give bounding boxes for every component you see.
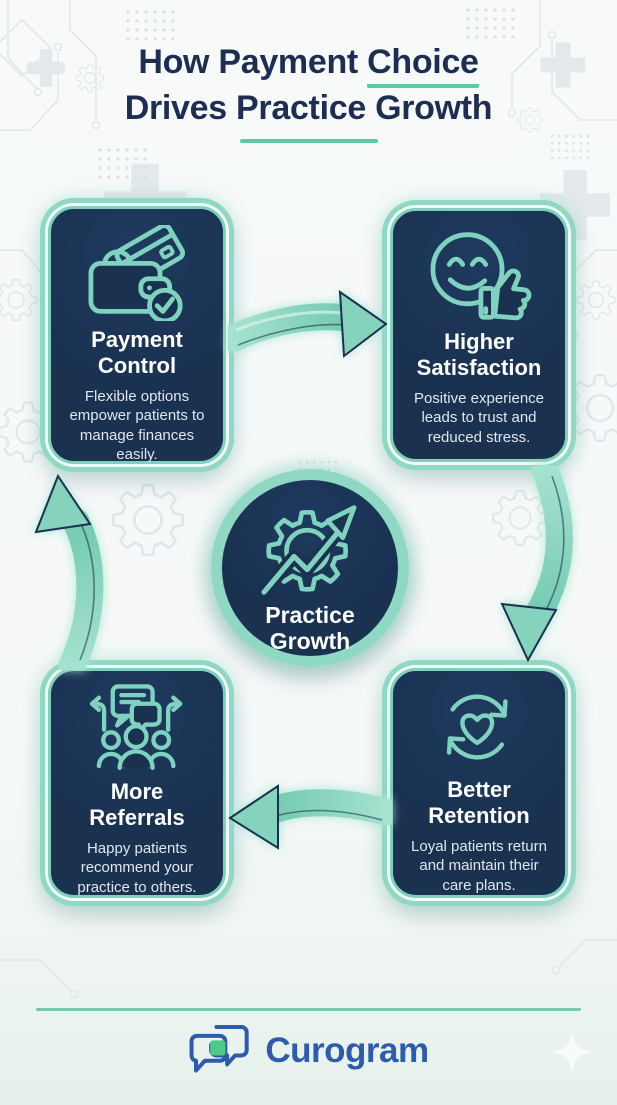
title-line2: Drives Practice Growth bbox=[124, 89, 493, 127]
center-label: Practice Growth bbox=[265, 602, 355, 655]
center-practice-growth: Practice Growth bbox=[211, 469, 409, 667]
card-title: Payment Control bbox=[91, 327, 183, 378]
wallet-card-check-icon bbox=[77, 225, 197, 321]
footer-divider bbox=[36, 1008, 581, 1011]
card-title: Better Retention bbox=[428, 777, 530, 828]
brand-name: Curogram bbox=[265, 1031, 429, 1070]
title-underline bbox=[239, 139, 378, 143]
card-payment-control: Payment Control Flexible options empower… bbox=[48, 206, 226, 464]
chat-bubbles-logo-icon bbox=[188, 1022, 252, 1080]
page-title: How Payment Choice Drives Practice Growt… bbox=[0, 42, 617, 129]
header: How Payment Choice Drives Practice Growt… bbox=[0, 42, 617, 143]
people-chat-referral-icon bbox=[81, 683, 193, 773]
footer-logo: Curogram bbox=[0, 1022, 617, 1080]
card-description: Positive experience leads to trust and r… bbox=[413, 389, 545, 446]
gear-growth-arrow-icon bbox=[249, 496, 371, 600]
arrow-left-clockwise bbox=[34, 473, 104, 670]
card-title: Higher Satisfaction bbox=[416, 329, 542, 380]
arrow-top-clockwise bbox=[228, 289, 388, 358]
arrow-right-clockwise bbox=[500, 466, 573, 663]
title-line1-highlight: Choice bbox=[367, 42, 479, 88]
card-title: More Referrals bbox=[89, 779, 185, 830]
circuit-lines bbox=[0, 0, 617, 998]
card-description: Loyal patients return and maintain their… bbox=[411, 837, 547, 894]
smiley-thumbs-up-icon bbox=[419, 227, 539, 323]
arrow-bottom-clockwise bbox=[228, 784, 392, 850]
card-better-retention: Better Retention Loyal patients return a… bbox=[390, 668, 568, 898]
title-line1-prefix: How Payment bbox=[138, 43, 368, 81]
card-higher-satisfaction: Higher Satisfaction Positive experience … bbox=[390, 208, 568, 462]
heart-refresh-icon bbox=[423, 683, 535, 771]
sparkle-icon bbox=[551, 1031, 593, 1073]
card-more-referrals: More Referrals Happy patients recommend … bbox=[48, 668, 226, 898]
card-description: Flexible options empower patients to man… bbox=[69, 387, 205, 464]
card-description: Happy patients recommend your practice t… bbox=[77, 839, 197, 896]
